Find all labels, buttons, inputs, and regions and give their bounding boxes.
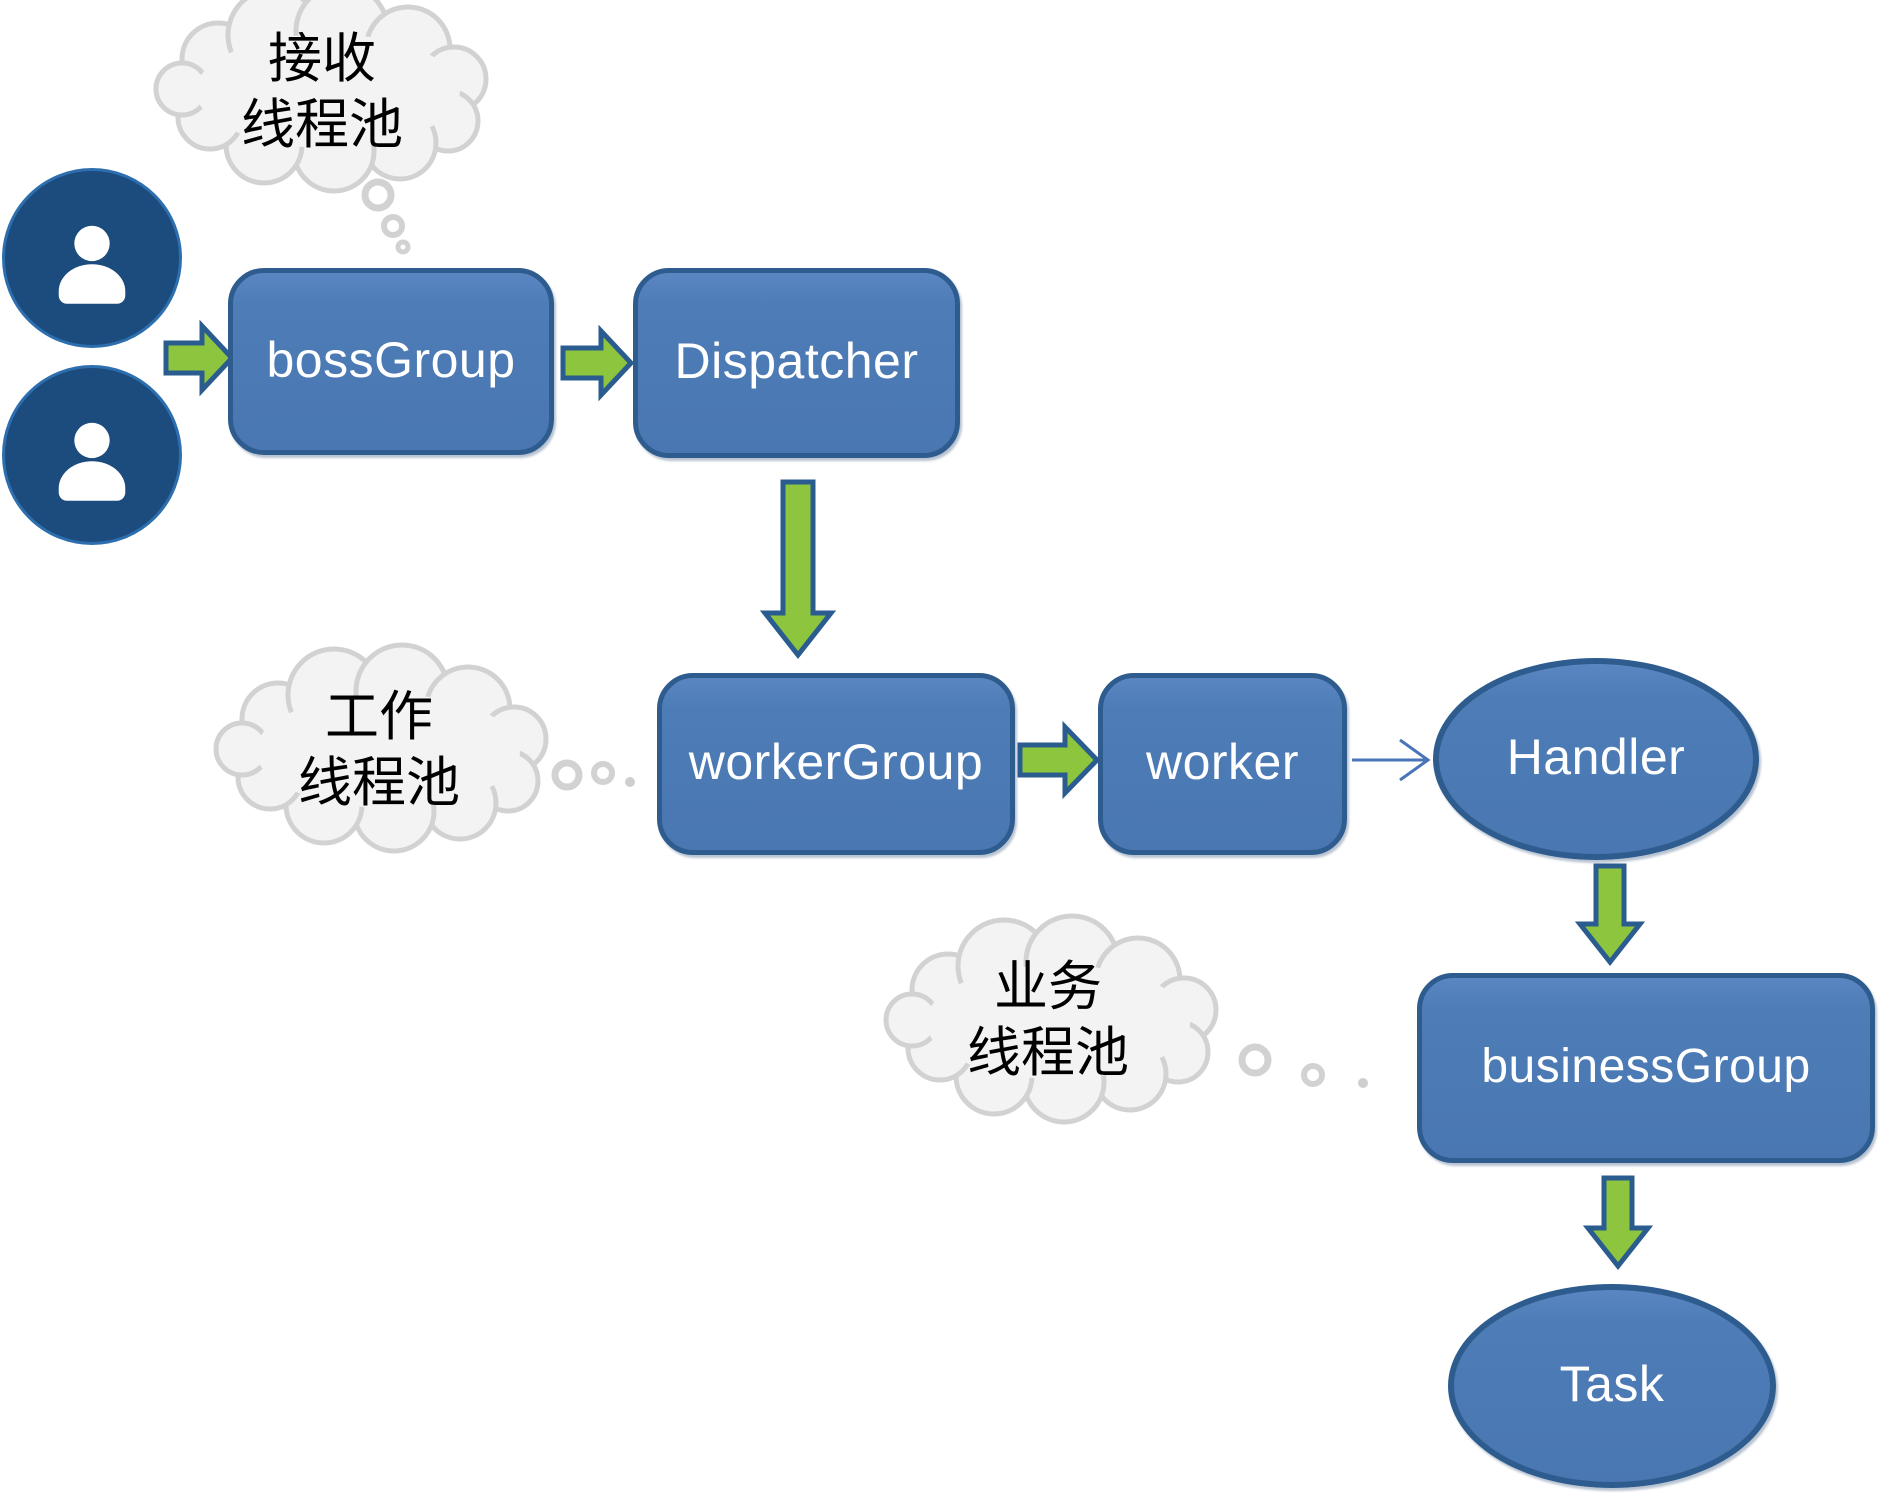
- node-handler: Handler: [1433, 658, 1759, 860]
- cloud-text-line: 接收: [268, 27, 376, 90]
- node-worker: worker: [1098, 673, 1347, 855]
- cloud-text-line: 业务: [994, 955, 1102, 1018]
- cloud-text-line: 线程池: [967, 1021, 1129, 1084]
- cloud-text-line: 工作: [325, 685, 433, 748]
- cloud-text-line: 线程池: [241, 93, 403, 156]
- arrow-handler-to-businessgroup: [1574, 863, 1646, 967]
- thought-dots-worker: [551, 759, 635, 791]
- arrow-workergroup-to-worker: [1017, 720, 1101, 800]
- arrow-users-to-bossgroup: [163, 319, 236, 397]
- arrow-businessgroup-to-task: [1582, 1175, 1654, 1271]
- node-task: Task: [1448, 1284, 1776, 1488]
- node-label: Task: [1559, 1356, 1665, 1412]
- node-workergroup: workerGroup: [657, 673, 1015, 855]
- person-glyph: [58, 422, 126, 501]
- cloud-text-line: 线程池: [298, 751, 460, 814]
- node-label: worker: [1145, 734, 1300, 790]
- user-icon: [2, 365, 182, 545]
- connector-worker-to-handler: [1352, 738, 1431, 782]
- node-businessgroup: businessGroup: [1417, 973, 1875, 1163]
- person-glyph: [58, 225, 126, 304]
- node-label: businessGroup: [1481, 1039, 1811, 1093]
- node-label: bossGroup: [266, 331, 516, 388]
- node-dispatcher: Dispatcher: [633, 268, 960, 458]
- cloud-label-worker: 工作 线程池: [214, 684, 544, 816]
- node-label: workerGroup: [688, 734, 984, 790]
- user-icon: [2, 168, 182, 348]
- thought-dots-receive: [361, 178, 411, 255]
- node-bossgroup: bossGroup: [228, 268, 554, 455]
- arrow-bossgroup-to-dispatcher: [560, 324, 635, 402]
- cloud-label-receive: 接收 线程池: [157, 26, 487, 158]
- node-label: Dispatcher: [674, 333, 919, 389]
- thought-dots-business: [1238, 1043, 1368, 1088]
- cloud-label-business: 业务 线程池: [883, 954, 1213, 1086]
- node-label: Handler: [1506, 729, 1686, 785]
- arrow-dispatcher-to-workergroup: [759, 479, 837, 660]
